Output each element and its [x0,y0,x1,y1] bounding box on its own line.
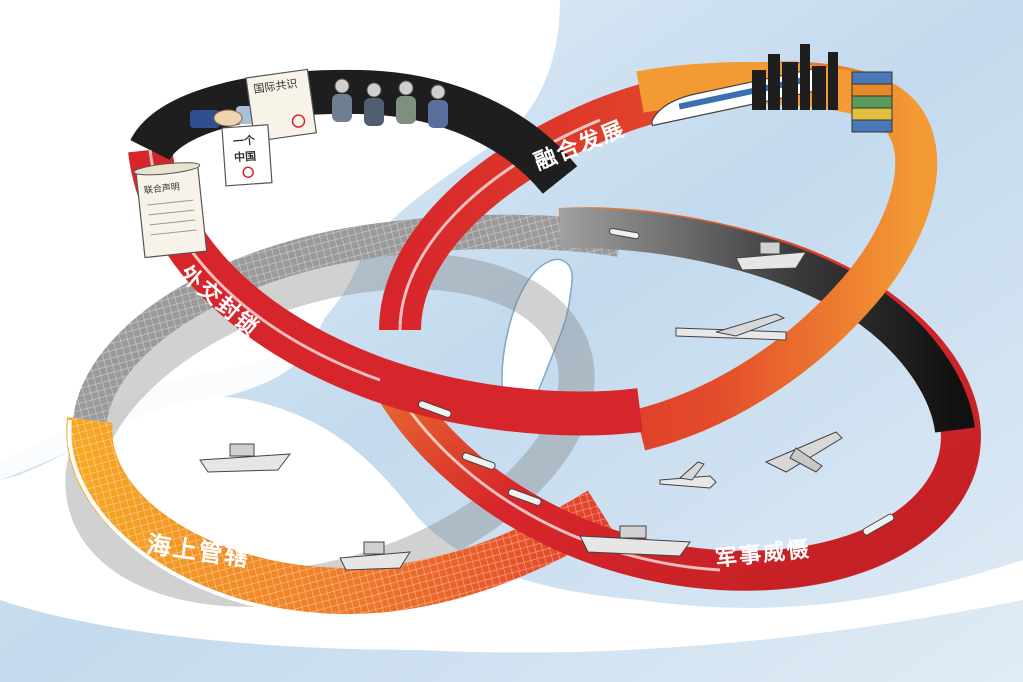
consensus-document: 国际共识 [245,68,317,143]
missile-icon [862,513,895,536]
warship-icon [199,443,292,473]
container-stack-icon [851,71,893,133]
joint-statement-text: 联合声明 [143,181,180,197]
crowd-icon [332,78,448,128]
warship-icon [579,525,691,557]
one-china-document: 一个 中国 [221,124,273,187]
fighter-jet-icon [659,461,717,489]
one-china-line1: 一个 [232,133,256,149]
consensus-text: 国际共识 [253,77,298,96]
one-china-line2: 中国 [234,149,257,165]
skyline-icon [752,44,838,110]
ring-maritime [65,214,623,617]
missile-icon [417,400,452,418]
warship-icon [735,241,807,271]
missile-icon [461,452,496,470]
missile-icon [608,227,640,240]
fighter-jet-icon [764,431,843,473]
bomber-icon [675,313,787,341]
joint-statement-scroll: 联合声明 [133,162,208,259]
warship-icon [339,541,411,571]
missile-icon [507,488,542,506]
